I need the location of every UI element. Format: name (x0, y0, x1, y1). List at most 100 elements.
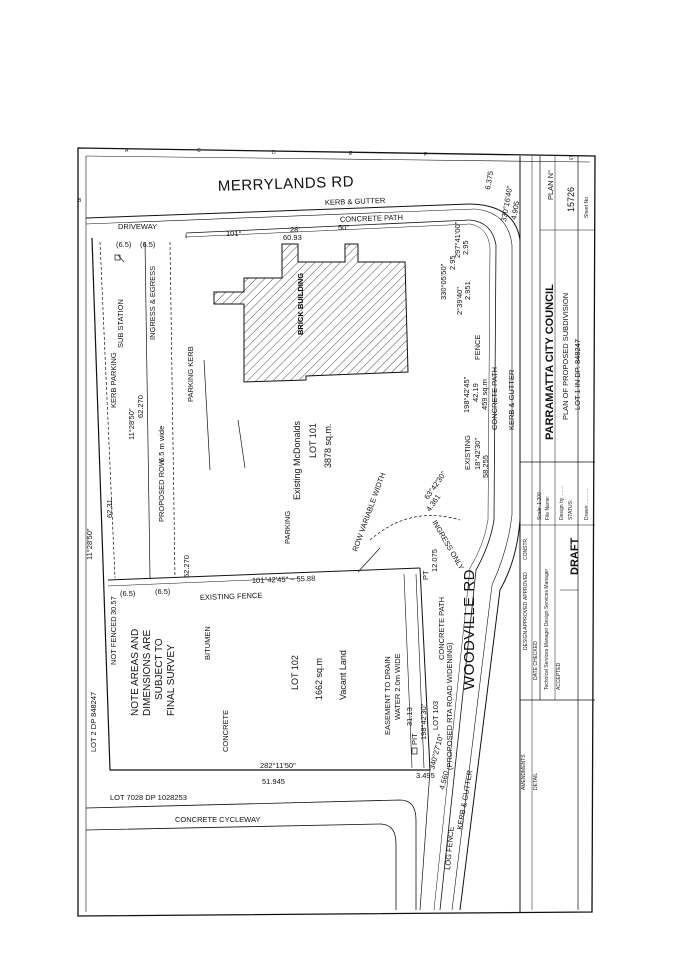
kerb-gutter-right-label: KERB & GUTTER (507, 369, 516, 430)
dist-6375-label: 6.375 (483, 170, 495, 190)
merrylands-road-lines (85, 203, 476, 238)
d-3057-label: 30.57 (109, 596, 118, 615)
dist-62270b-label: 62.270 (182, 555, 191, 578)
svg-text:D: D (272, 150, 276, 156)
dist-6093-label: 60.93 (283, 233, 302, 242)
driveway-label: DRIVEWAY (118, 222, 157, 231)
existing-fence-label: EXISTING FENCE (200, 591, 263, 602)
dist-4905-label: 4.905 (509, 200, 521, 220)
sheet-label: Sheet No (584, 197, 590, 218)
existing-right-label: EXISTING (463, 435, 472, 470)
lot-101-label: LOT 101 (308, 423, 318, 458)
lot-boundaries (91, 234, 431, 771)
file-name-label: File Name: (545, 496, 551, 520)
existing-mcdonalds-label: Existing McDonalds (292, 420, 302, 500)
corner-d1-label: 2.95 (461, 240, 470, 255)
dist-62270-label: 62.270 (136, 395, 145, 418)
scale-label: Scale: 1:200 (537, 492, 543, 520)
woodville-road-label: WOODVILLE RD (461, 569, 478, 690)
sub-station-label: SUB STATION (116, 299, 125, 348)
row-lines (99, 241, 211, 579)
note-line-3: SUBJECT TO (154, 638, 165, 700)
corner-b3-label: 2°39'40" (455, 287, 464, 315)
accepted-label: ACCEPTED (556, 662, 562, 690)
woodville-road-lines (433, 203, 521, 911)
p65a-label: (6.5) (116, 240, 132, 249)
mid-bearing-label: 101°42'45" – 55.88 (252, 574, 316, 585)
d-3113-label: 31.13 (405, 707, 414, 726)
brick-building (213, 243, 409, 383)
note-block: NOTE AREAS AND DIMENSIONS ARE SUBJECT TO… (130, 629, 177, 716)
rta-label: (PROPOSED RTA ROAD WIDENING) (445, 642, 454, 770)
bottom-bearing-label: 282°11'50" (260, 761, 296, 770)
svg-text:E: E (349, 151, 353, 157)
concrete-path-lot102-label: CONCRETE PATH (437, 597, 446, 660)
lot7028-label: LOT 7028 DP 1028253 (110, 793, 187, 802)
ingress-egress-label: INGRESS & EGRESS (148, 266, 157, 340)
b-340-label: 340°27'10" (427, 733, 445, 771)
status-label: STATUS: (568, 500, 574, 520)
drawn-label: Drawn ............ (584, 487, 590, 520)
detail-label: DETAIL (533, 773, 539, 790)
amendments-label: AMENDMENTS (521, 754, 527, 790)
plan-title: PLAN OF PROPOSED SUBDIVISION (561, 293, 570, 420)
title-block (519, 156, 595, 912)
parking-kerb-label: PARKING KERB (186, 346, 195, 402)
lot-101-area-label: 3878 sq.m. (323, 423, 333, 468)
area-459-label: 459 sq.m (480, 379, 489, 410)
brick-building-label: BRICK BUILDING (296, 273, 305, 335)
draft-stamp: DRAFT (569, 537, 581, 575)
bearing-50-label: 50" (338, 223, 349, 232)
lot-102-label: LOT 102 (290, 655, 300, 690)
corner-d2-label: 2.95 (448, 255, 457, 270)
note-line-4: FINAL SURVEY (166, 644, 177, 716)
design-approved-label: DESIGN APPROVED (523, 602, 529, 650)
kerb-parking-label: KERB PARKING (109, 352, 118, 408)
lot-102-area-label: 1662 sq.m (314, 658, 324, 700)
concrete-path-right-label: CONCRETE PATH (490, 367, 499, 430)
bitumen-label: BITUMEN (203, 626, 212, 660)
left-bearing-label: 11°28'50" (85, 528, 94, 560)
lot-103-label: LOT 103 (431, 701, 440, 730)
arrow-lines (237, 419, 461, 573)
lot102-lines (403, 573, 431, 911)
easement-line-1: EASEMENT TO DRAIN (383, 656, 392, 735)
easement-line-2: WATER 2.0m WIDE (393, 653, 402, 720)
note-line-1: NOTE AREAS AND (130, 629, 141, 716)
proposed-row-label: PROPOSED ROW (157, 458, 166, 522)
corner-b2-label: 330°05'50" (439, 263, 448, 300)
council-name: PARRAMATTA CITY COUNCIL (544, 284, 556, 440)
parking-label: PARKING (283, 511, 292, 544)
svg-text:G: G (569, 156, 573, 162)
design-by-label: Design by ........ (559, 485, 565, 520)
date-checked-label: DATE CHECKED (533, 641, 539, 680)
lot2-label: LOT 2 DP 848247 (89, 692, 98, 752)
d-3495-label: 3.495 (416, 771, 435, 780)
cycleway-label: CONCRETE CYCLEWAY (175, 815, 260, 824)
bearing-28-label: 28' (290, 225, 300, 234)
approved-label: APPROVED (523, 572, 529, 600)
svg-text:C: C (197, 148, 201, 154)
drawing-frame (77, 147, 596, 917)
bearing-101-label: 101° (226, 229, 242, 238)
b-1984-label: 198°42'30" (419, 703, 428, 740)
fence-label: FENCE (473, 335, 482, 360)
kerb-gutter-bottom-label: KERB & GUTTER (455, 769, 474, 831)
lot-line: LOT 1 IN DP. 848247 (573, 339, 582, 410)
d-58-label: 58.255 (481, 455, 490, 478)
pit-box (411, 747, 418, 755)
merrylands-road-label: MERRYLANDS RD (218, 173, 355, 195)
kerb-gutter-top-label: KERB & GUTTER (325, 196, 386, 207)
row-width-label: 6.5 m wide (157, 426, 166, 462)
row-variable-label: ROW VARIABLE WIDTH (350, 471, 387, 552)
plan-number: 15726 (566, 187, 576, 212)
b-1842-label: 18°42'30" (473, 438, 482, 470)
svg-text:B: B (78, 198, 82, 204)
corner-b1-label: 297°41'00" (453, 221, 462, 258)
boundary-p65a-label: (6.5) (120, 589, 136, 598)
concrete-label: CONCRETE (221, 710, 230, 752)
pt-label: PT (421, 570, 430, 580)
d-51945-label: 51.945 (262, 777, 285, 786)
p65b-label: (6.5) (140, 240, 156, 249)
